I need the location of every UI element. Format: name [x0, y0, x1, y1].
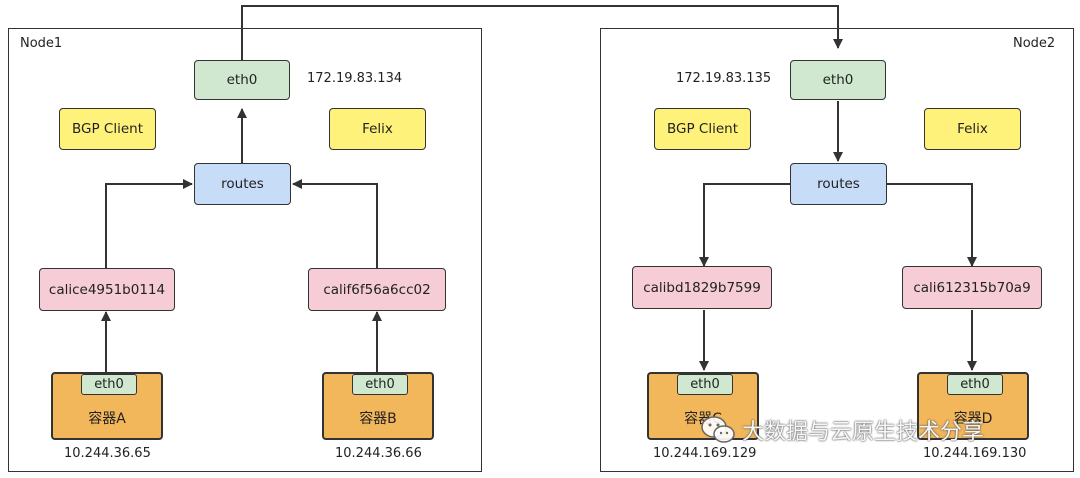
node1-label: Node1: [20, 36, 63, 51]
container-c-ip: 10.244.169.129: [653, 446, 757, 461]
routes-to-vethD-arrow: [886, 183, 977, 267]
container-c-eth0: eth0: [677, 374, 733, 395]
node2-eth0-ip: 172.19.83.135: [676, 71, 772, 86]
vethB-to-routes-arrow: [292, 179, 378, 268]
watermark: 大数据与云原生技术分享: [700, 414, 984, 446]
node2-veth-d: cali612315b70a9: [902, 266, 1042, 309]
node2-routes: routes: [790, 163, 887, 205]
container-a-name: 容器A: [88, 411, 126, 427]
node1-felix: Felix: [329, 108, 426, 150]
node1-routes: routes: [194, 163, 291, 205]
watermark-text: 大数据与云原生技术分享: [742, 420, 985, 445]
container-a: eth0 容器A: [51, 372, 163, 440]
routes-to-vethC-arrow: [699, 183, 790, 267]
container-b: eth0 容器B: [322, 372, 434, 440]
node2-bgp-client: BGP Client: [654, 108, 751, 150]
node1-veth-a: calice4951b0114: [39, 268, 175, 311]
container-b-ip: 10.244.36.66: [335, 446, 422, 461]
node2-eth0: eth0: [790, 60, 886, 100]
node1-veth-b: calif6f56a6cc02: [308, 268, 446, 311]
inter-node-link: [241, 5, 843, 60]
container-b-name: 容器B: [359, 411, 397, 427]
node1-bgp-client: BGP Client: [59, 108, 156, 150]
container-d-eth0: eth0: [947, 374, 1003, 395]
node1-eth0: eth0: [194, 60, 290, 100]
node1-frame: [8, 28, 482, 472]
container-d-ip: 10.244.169.130: [923, 446, 1027, 461]
vethA-to-routes-arrow: [105, 179, 193, 268]
container-d: eth0 容器D: [917, 372, 1029, 440]
container-d-name: 容器D: [953, 411, 993, 427]
container-a-ip: 10.244.36.65: [64, 446, 151, 461]
node1-eth0-ip: 172.19.83.134: [307, 71, 403, 86]
node2-frame: [600, 28, 1074, 472]
container-a-eth0: eth0: [81, 374, 137, 395]
container-b-eth0: eth0: [352, 374, 408, 395]
node2-label: Node2: [1013, 36, 1056, 51]
node2-veth-c: calibd1829b7599: [632, 266, 772, 309]
node2-felix: Felix: [924, 108, 1021, 150]
wechat-icon: [701, 416, 735, 443]
